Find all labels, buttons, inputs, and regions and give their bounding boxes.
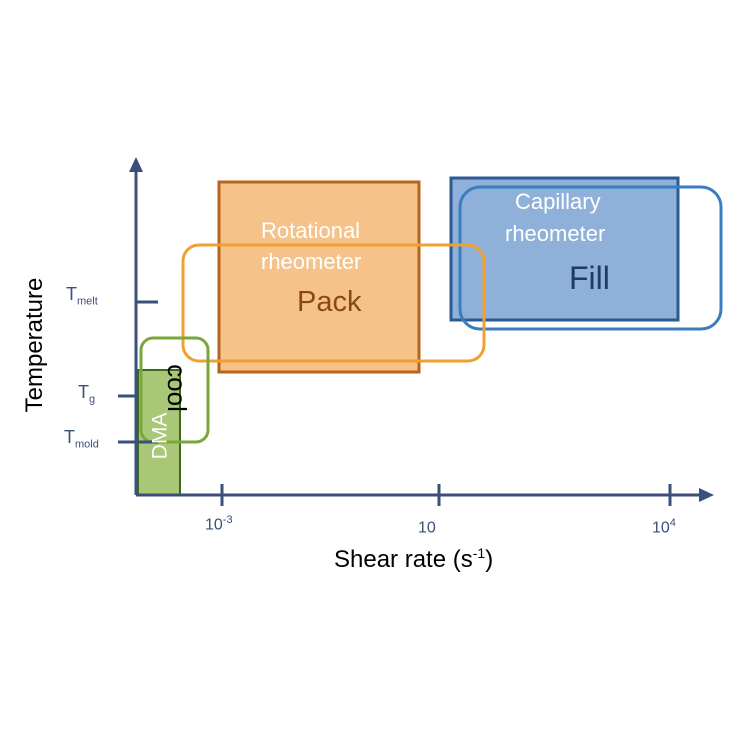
pack-label: Pack — [297, 286, 362, 318]
capillary-rheometer-label-line2: rheometer — [505, 221, 606, 246]
x-tick-label-2: 10 — [418, 519, 436, 537]
y-axis-arrowhead — [129, 157, 143, 172]
rotational-rheometer-label-line2: rheometer — [261, 249, 362, 274]
pack-region-outline — [181, 243, 486, 363]
y-tick-label-mold: Tmold — [64, 427, 99, 451]
cool-label: cool — [162, 364, 192, 412]
rotational-rheometer-label-line1: Rotational — [261, 218, 361, 243]
x-axis-title: Shear rate (s-1) — [334, 545, 494, 573]
y-tick-label-g: Tg — [78, 382, 96, 406]
x-axis-arrowhead — [699, 488, 714, 502]
y-axis-title: Temperature — [21, 277, 48, 413]
y-tick-label-melt: Tmelt — [66, 284, 98, 308]
x-tick-label-1: 10-3 — [205, 514, 233, 534]
fill-region-outline — [458, 185, 723, 331]
cool-region-outline — [139, 336, 210, 444]
capillary-rheometer-label-line1: Capillary — [515, 189, 601, 214]
capillary-rheometer-box — [449, 176, 680, 322]
rotational-rheometer-box — [217, 180, 421, 374]
x-tick-label-3: 104 — [652, 517, 676, 537]
fill-label: Fill — [569, 260, 610, 296]
dma-label: DMA — [148, 412, 172, 460]
